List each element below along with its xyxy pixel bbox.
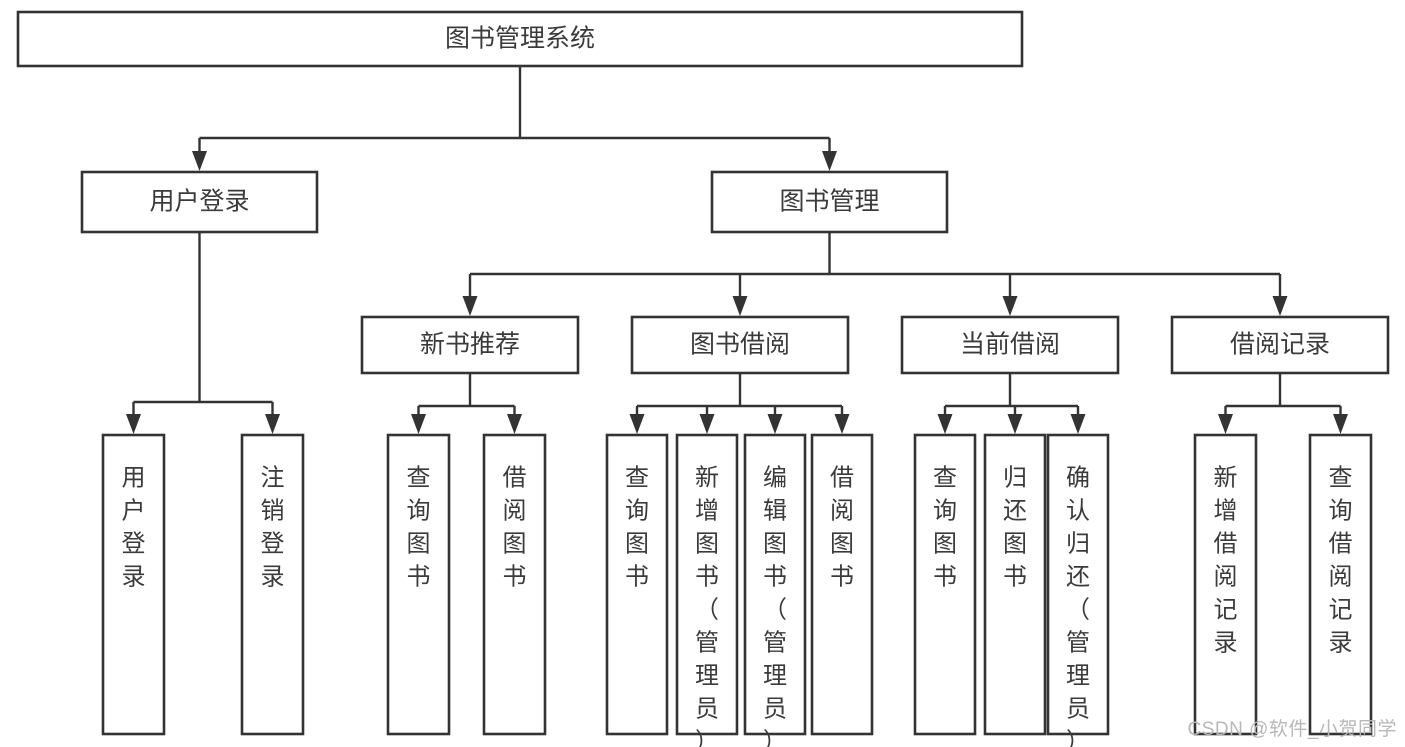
node-label: 查询图书 [407, 465, 431, 591]
node-leaf-user-login[interactable]: 用户登录 [101, 433, 166, 736]
edge-group-user-login [126, 232, 280, 434]
node-box [360, 315, 580, 375]
node-label: 查询借阅记录 [1329, 465, 1353, 657]
arrow-head-icon [1333, 414, 1348, 434]
node-leaf-add-record[interactable]: 新增借阅记录 [1193, 433, 1258, 736]
arrow-head-icon [411, 414, 426, 434]
arrow-head-icon [1002, 296, 1018, 316]
node-label: 编辑图书（管理员） [763, 465, 787, 747]
node-book-borrow[interactable]: 图书借阅 [630, 315, 850, 375]
node-label: 图书管理 [779, 188, 879, 216]
node-box [900, 315, 1120, 375]
node-box [630, 315, 850, 375]
arrow-head-icon [937, 414, 953, 434]
arrow-head-icon [1218, 414, 1233, 434]
node-label: 用户登录 [149, 188, 249, 216]
edge-group-book-borrow [629, 373, 850, 434]
arrow-head-icon [462, 296, 478, 316]
node-root[interactable]: 图书管理系统 [16, 10, 1024, 68]
arrow-head-icon [732, 296, 748, 316]
node-leaf-borrow-book-1[interactable]: 借阅图书 [482, 433, 547, 736]
node-box [1193, 433, 1258, 736]
arrow-head-icon [834, 414, 850, 434]
edge-group-borrow-record [1218, 373, 1348, 434]
node-box [810, 433, 874, 736]
node-label: 新书推荐 [420, 331, 520, 359]
node-label: 确认归还（管理员） [1066, 465, 1090, 747]
edges-layer [126, 66, 1348, 434]
node-box [101, 433, 166, 736]
node-box [983, 433, 1047, 736]
arrow-head-icon [265, 414, 280, 434]
nodes-layer: 图书管理系统用户登录图书管理新书推荐图书借阅当前借阅借阅记录用户登录注销登录查询… [16, 10, 1390, 747]
arrow-head-icon [1272, 296, 1288, 316]
node-leaf-return-book[interactable]: 归还图书 [983, 433, 1047, 736]
node-label: 借阅记录 [1230, 331, 1330, 359]
node-box [743, 433, 807, 736]
node-label: 查询图书 [625, 465, 649, 591]
arrow-head-icon [1070, 414, 1086, 434]
node-leaf-logout-login[interactable]: 注销登录 [240, 433, 305, 736]
node-box [1046, 433, 1110, 736]
node-user-login[interactable]: 用户登录 [80, 170, 319, 234]
node-box [482, 433, 547, 736]
node-label: 新增图书（管理员） [695, 465, 719, 747]
node-label: 用户登录 [122, 465, 146, 591]
arrow-head-icon [507, 414, 522, 434]
node-label: 查询图书 [933, 465, 957, 591]
node-box [386, 433, 451, 736]
node-box [240, 433, 305, 736]
edge-group-book-manage [462, 232, 1288, 316]
node-label: 借阅图书 [503, 465, 527, 591]
node-leaf-query-book-3[interactable]: 查询图书 [913, 433, 977, 736]
node-leaf-edit-book[interactable]: 编辑图书（管理员） [743, 433, 807, 747]
arrow-head-icon [699, 414, 715, 434]
node-label: 注销登录 [261, 465, 285, 591]
node-box [1308, 433, 1373, 736]
node-box [80, 170, 319, 234]
node-leaf-confirm-return[interactable]: 确认归还（管理员） [1046, 433, 1110, 747]
node-label: 图书管理系统 [445, 25, 595, 53]
node-new-book-rec[interactable]: 新书推荐 [360, 315, 580, 375]
edge-group-new-book-rec [411, 373, 522, 434]
node-book-manage[interactable]: 图书管理 [710, 170, 949, 234]
arrow-head-icon [192, 151, 207, 171]
node-label: 归还图书 [1003, 465, 1027, 591]
node-current-borrow[interactable]: 当前借阅 [900, 315, 1120, 375]
arrow-head-icon [126, 414, 141, 434]
arrow-head-icon [629, 414, 645, 434]
node-leaf-query-book-2[interactable]: 查询图书 [605, 433, 669, 736]
edge-group-root [192, 66, 837, 171]
edge-group-current-borrow [937, 373, 1086, 434]
node-leaf-query-record[interactable]: 查询借阅记录 [1308, 433, 1373, 736]
node-box [913, 433, 977, 736]
arrow-head-icon [822, 151, 837, 171]
node-box [675, 433, 739, 736]
arrow-head-icon [1007, 414, 1023, 434]
arrow-head-icon [767, 414, 783, 434]
node-leaf-query-book-1[interactable]: 查询图书 [386, 433, 451, 736]
node-box [605, 433, 669, 736]
node-box [16, 10, 1024, 68]
node-box [710, 170, 949, 234]
node-label: 图书借阅 [690, 331, 790, 359]
node-label: 当前借阅 [960, 331, 1060, 359]
node-borrow-record[interactable]: 借阅记录 [1170, 315, 1390, 375]
node-label: 借阅图书 [830, 465, 854, 591]
node-label: 新增借阅记录 [1214, 465, 1238, 657]
node-box [1170, 315, 1390, 375]
node-leaf-borrow-book-2[interactable]: 借阅图书 [810, 433, 874, 736]
node-leaf-add-book[interactable]: 新增图书（管理员） [675, 433, 739, 747]
